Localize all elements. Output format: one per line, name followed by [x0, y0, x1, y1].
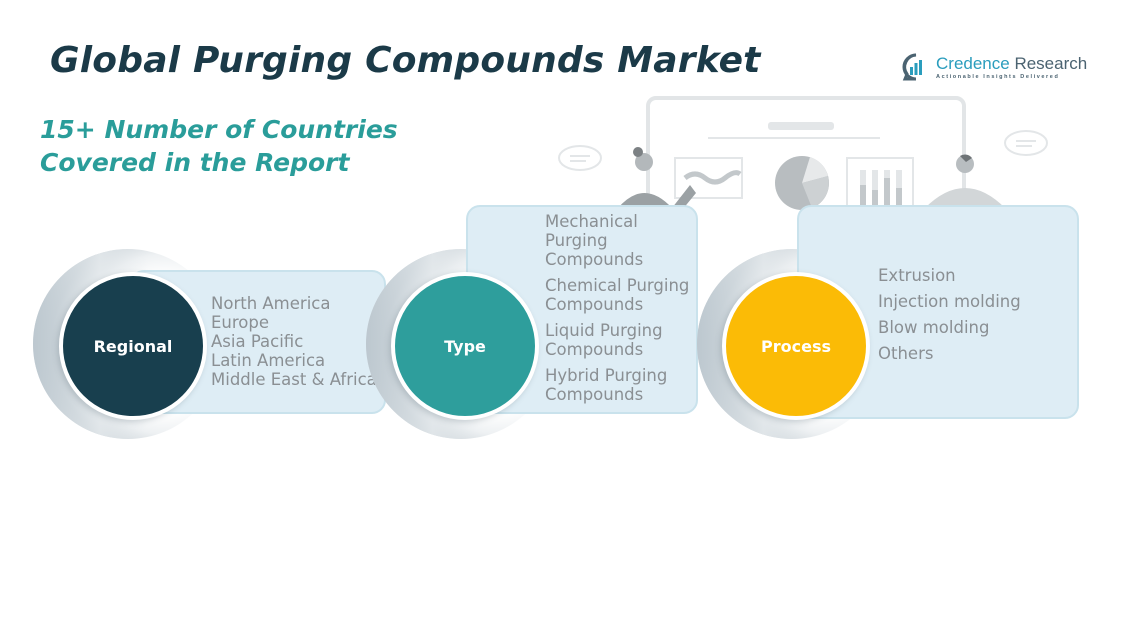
logo-tagline: Actionable Insights Delivered	[936, 74, 1060, 80]
list-item: Liquid Purging	[545, 321, 663, 340]
list-item: Latin America	[211, 351, 326, 370]
countries-covered-heading: 15+ Number of Countries Covered in the R…	[40, 113, 398, 179]
credence-research-logo: Credence Research Actionable Insights De…	[902, 53, 1087, 81]
list-item: Compounds	[545, 250, 644, 269]
process-circle: Process	[722, 272, 870, 420]
subtitle-line-2: Covered in the Report	[40, 148, 350, 177]
page-title: Global Purging Compounds Market	[50, 40, 761, 81]
list-item: Hybrid Purging	[545, 366, 668, 385]
list-item: Europe	[211, 313, 270, 332]
type-circle: Type	[391, 272, 539, 420]
list-item: Purging	[545, 231, 608, 250]
process-list: Extrusion Injection molding Blow molding…	[878, 263, 1021, 367]
list-item: Extrusion	[878, 266, 956, 285]
list-item: Others	[878, 344, 934, 363]
list-item: Middle East & Africa	[211, 370, 377, 389]
list-item: Compounds	[545, 340, 644, 359]
logo-name-research: Research	[1009, 54, 1088, 73]
type-list: Mechanical Purging Compounds Chemical Pu…	[545, 212, 689, 404]
logo-name-credence: Credence	[936, 54, 1010, 73]
list-item: Injection molding	[878, 292, 1021, 311]
list-item: Compounds	[545, 385, 644, 404]
bar-chart-in-speech-bubble-icon	[902, 53, 930, 81]
list-item: Blow molding	[878, 318, 990, 337]
list-item: Asia Pacific	[211, 332, 304, 351]
list-item: Compounds	[545, 295, 644, 314]
subtitle-line-1: 15+ Number of Countries	[40, 115, 398, 144]
list-item: Mechanical	[545, 212, 638, 231]
regional-list: North America Europe Asia Pacific Latin …	[211, 294, 377, 389]
list-item: Chemical Purging	[545, 276, 690, 295]
list-item: North America	[211, 294, 331, 313]
regional-circle: Regional	[59, 272, 207, 420]
